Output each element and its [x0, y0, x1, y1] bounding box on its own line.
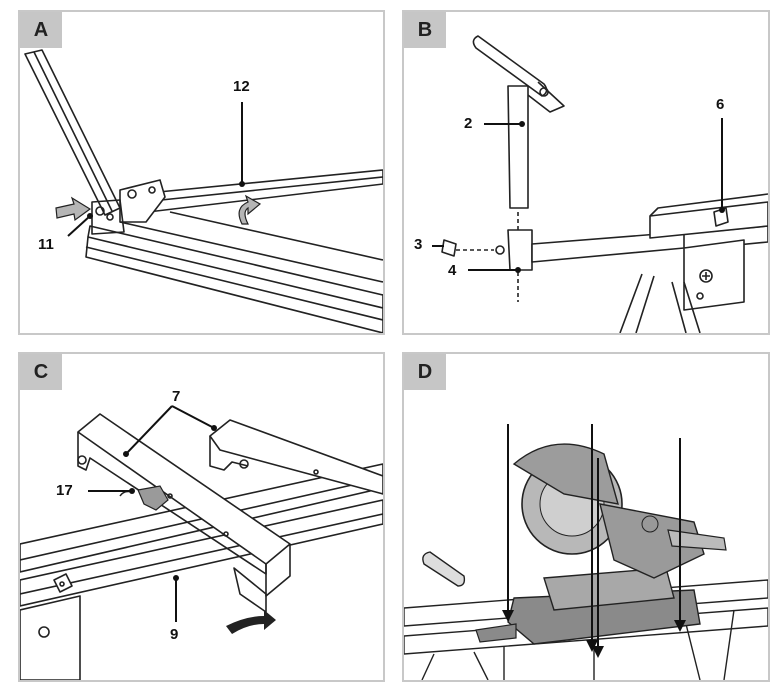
panel-c: C 7 17 9 — [18, 352, 385, 682]
panel-b: B 2 6 3 4 — [402, 10, 770, 335]
callout-7: 7 — [172, 388, 181, 405]
panel-a-label: A — [20, 12, 62, 48]
callout-3: 3 — [414, 236, 423, 253]
callout-12: 12 — [233, 78, 250, 95]
panel-d-illustration — [404, 424, 768, 680]
callout-6: 6 — [716, 96, 725, 113]
panel-d: D — [402, 352, 770, 682]
panel-c-label: C — [20, 354, 62, 390]
panel-a: A 12 11 — [18, 10, 385, 335]
panel-c-illustration — [20, 405, 383, 680]
callout-11: 11 — [38, 236, 54, 253]
panel-b-illustration — [432, 35, 768, 333]
callout-4: 4 — [448, 262, 457, 279]
panel-d-label: D — [404, 354, 446, 390]
callout-2: 2 — [464, 115, 473, 132]
panel-a-illustration — [24, 49, 383, 333]
panel-b-label: B — [404, 12, 446, 48]
callout-9: 9 — [170, 626, 179, 643]
callout-17: 17 — [56, 482, 73, 499]
